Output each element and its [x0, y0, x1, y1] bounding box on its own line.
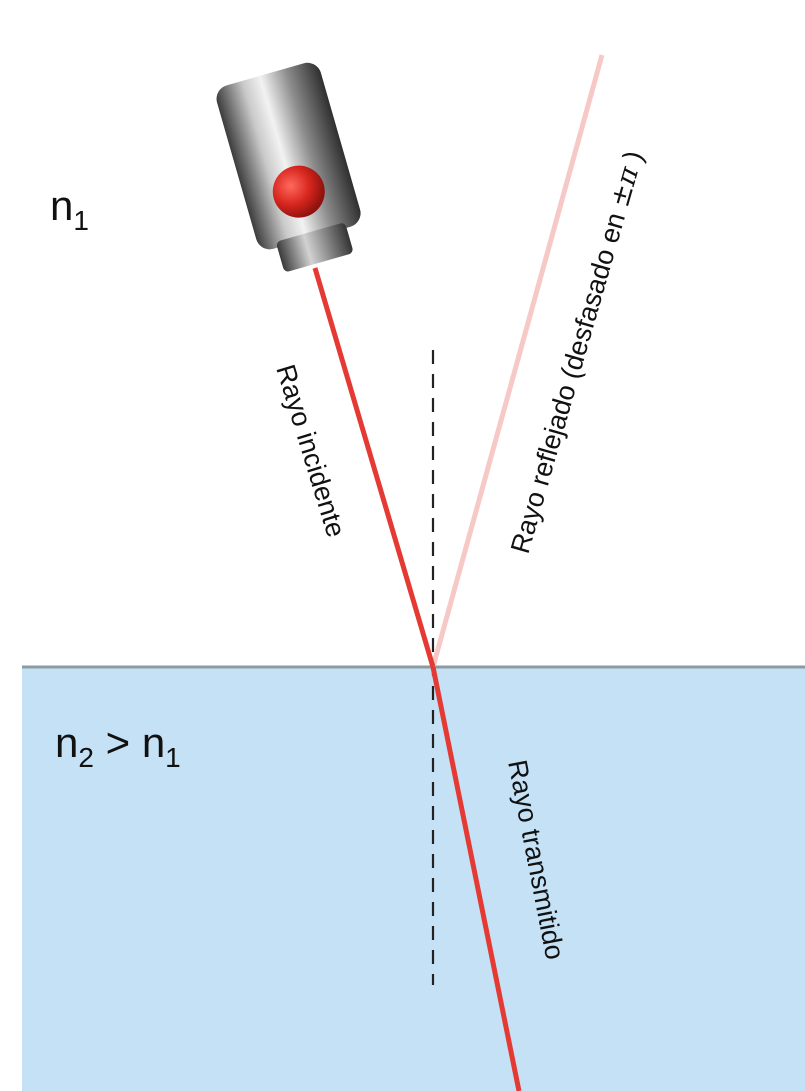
laser-body — [216, 62, 361, 250]
reflected-ray-label: Rayo reflejado (desfasado en ±π ) — [505, 147, 650, 556]
incident-ray — [312, 267, 436, 668]
laser-icon — [216, 62, 361, 272]
laser-cap — [276, 223, 353, 272]
transmitted-ray — [430, 666, 522, 1091]
incident-ray-label: Rayo incidente — [270, 361, 351, 541]
medium-n2-label: n2 > n1 — [55, 719, 181, 773]
laser-dot — [272, 165, 325, 218]
medium-n1-label: n1 — [50, 182, 89, 236]
reflected-ray — [430, 54, 605, 668]
lower-medium — [22, 667, 805, 1091]
